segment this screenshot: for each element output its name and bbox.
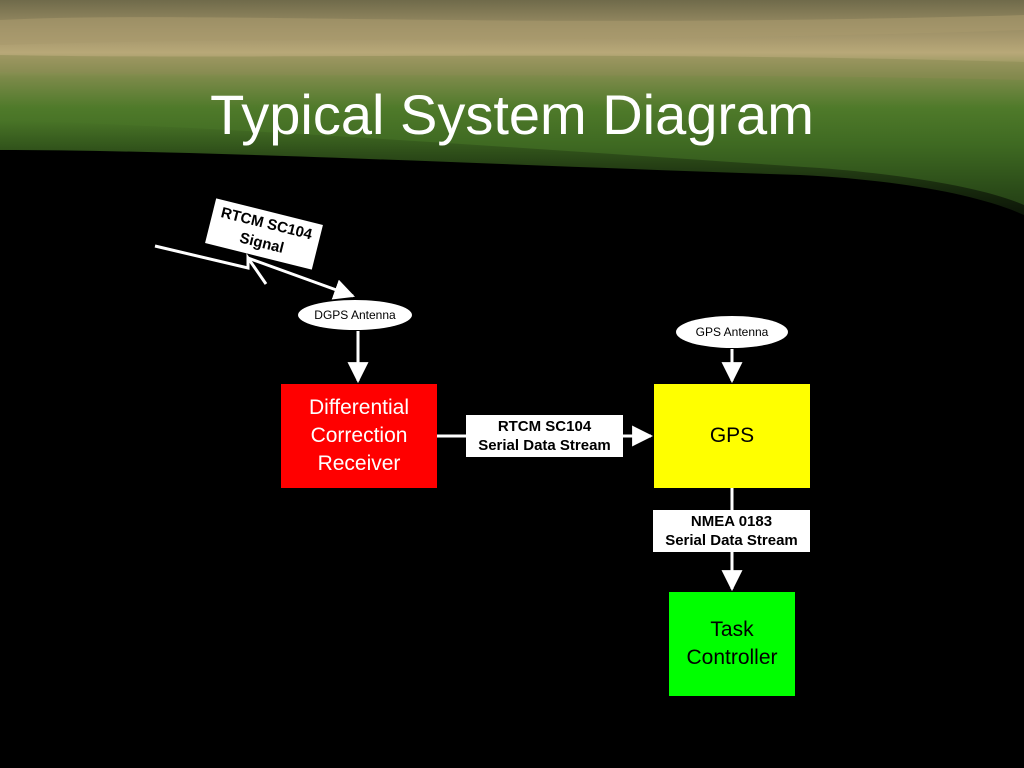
- task-controller-node: Task Controller: [669, 592, 795, 696]
- signal-lightning-line: [154, 244, 268, 285]
- nmea-stream-label: NMEA 0183 Serial Data Stream: [653, 510, 810, 552]
- gps-node: GPS: [654, 384, 810, 488]
- differential-correction-receiver-node: Differential Correction Receiver: [281, 384, 437, 488]
- landscape-banner: [0, 0, 1024, 240]
- rtcm-stream-label: RTCM SC104 Serial Data Stream: [466, 415, 623, 457]
- signal-arrow-line: [247, 256, 355, 300]
- dgps-antenna-node: DGPS Antenna: [298, 300, 412, 330]
- gps-antenna-node: GPS Antenna: [676, 316, 788, 348]
- slide-title: Typical System Diagram: [210, 83, 814, 146]
